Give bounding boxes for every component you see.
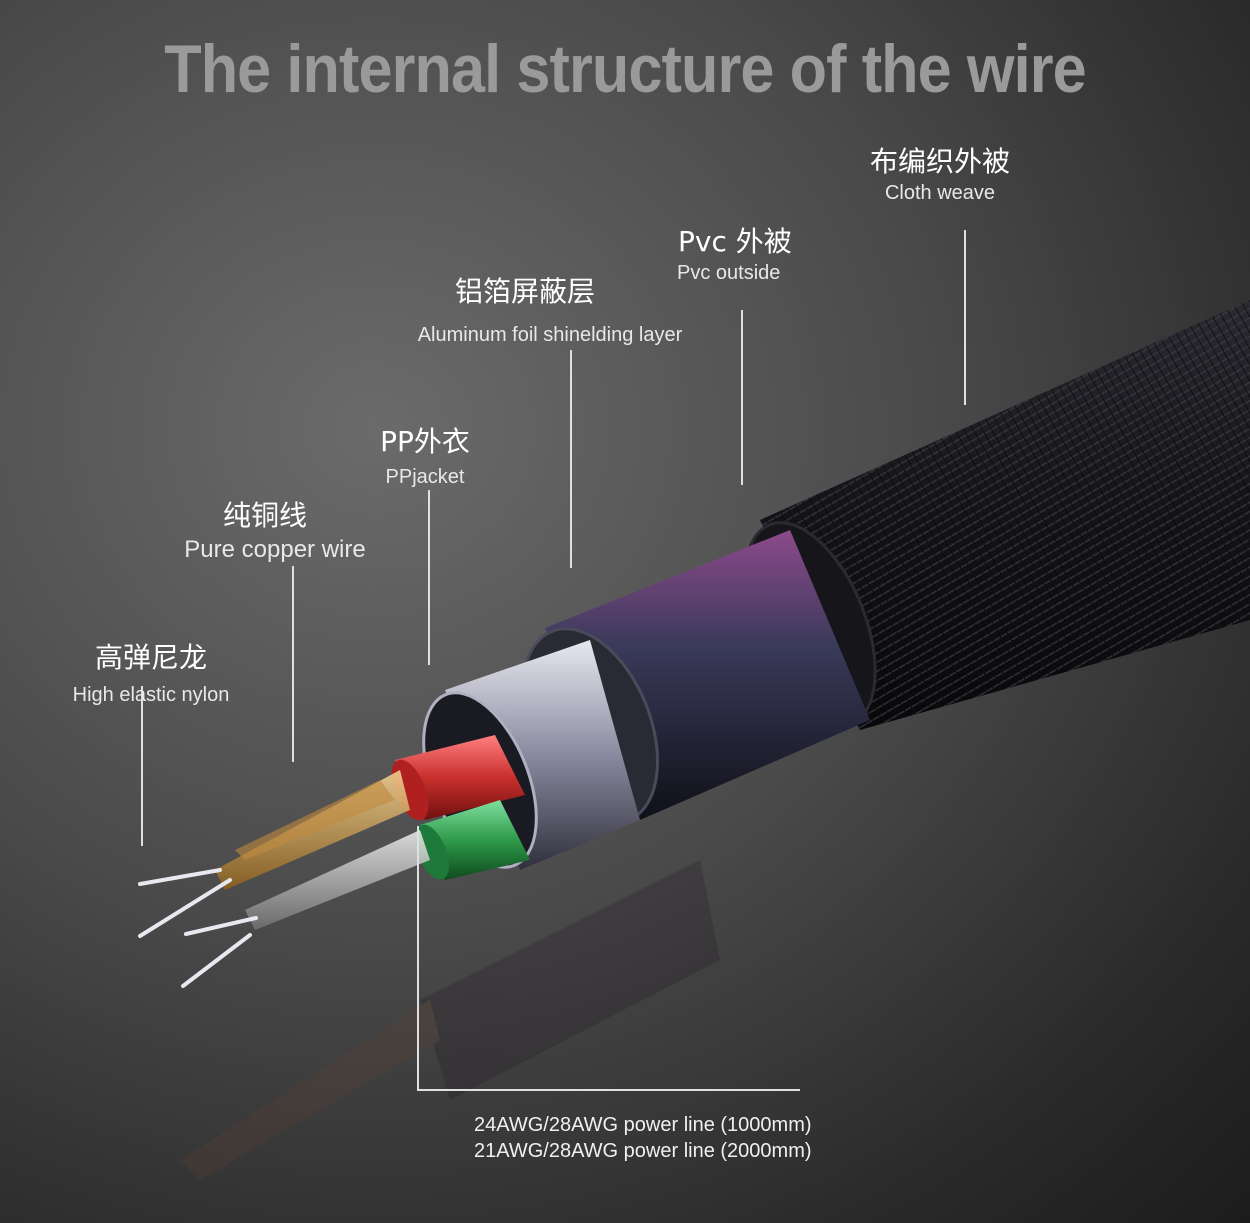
label-foil-cn: 铝箔屏蔽层 [454,275,595,308]
label-nylon: 高弹尼龙 High elastic nylon [46,636,256,707]
spec-line-2: 21AWG/28AWG power line (2000mm) [474,1140,812,1162]
label-cloth-weave: 布编织外被 Cloth weave [845,140,1035,205]
copper-strands [215,770,430,930]
label-pp-cn: PP外衣 [380,425,470,458]
cloth-leader-line [964,230,966,405]
label-foil-en: Aluminum foil shinelding layer [417,324,683,346]
label-pvc-en: Pvc outside [677,262,781,284]
pvc-leader-line [741,310,743,485]
conductor-tips [138,868,258,988]
green-core [415,800,530,880]
spec-leader-vline [417,826,419,1090]
spec-line-1: 24AWG/28AWG power line (1000mm) [474,1114,812,1136]
label-nylon-en: High elastic nylon [72,684,230,706]
label-pp: PP外衣 PPjacket [340,420,510,489]
spec-leader-hline [417,1089,800,1091]
power-line-spec: 24AWG/28AWG power line (1000mm) 21AWG/28… [474,1112,812,1164]
label-nylon-cn: 高弹尼龙 [94,641,207,674]
foil-leader-line [570,350,572,568]
label-foil: 铝箔屏蔽层 Aluminum foil shinelding layer [400,270,700,347]
nylon-leader-line [141,686,143,846]
label-cloth-en: Cloth weave [884,182,996,204]
label-pvc-cn: Pvc 外被 [678,225,792,258]
label-copper: 纯铜线 Pure copper wire [160,494,390,564]
label-pvc: Pvc 外被 Pvc outside [660,220,830,285]
pp-leader-line [428,490,430,665]
label-copper-en: Pure copper wire [184,536,366,563]
label-pp-en: PPjacket [385,466,465,488]
label-cloth-cn: 布编织外被 [869,145,1010,178]
copper-leader-line [292,566,294,762]
label-copper-cn: 纯铜线 [222,499,307,532]
page-title: The internal structure of the wire [164,31,1086,107]
